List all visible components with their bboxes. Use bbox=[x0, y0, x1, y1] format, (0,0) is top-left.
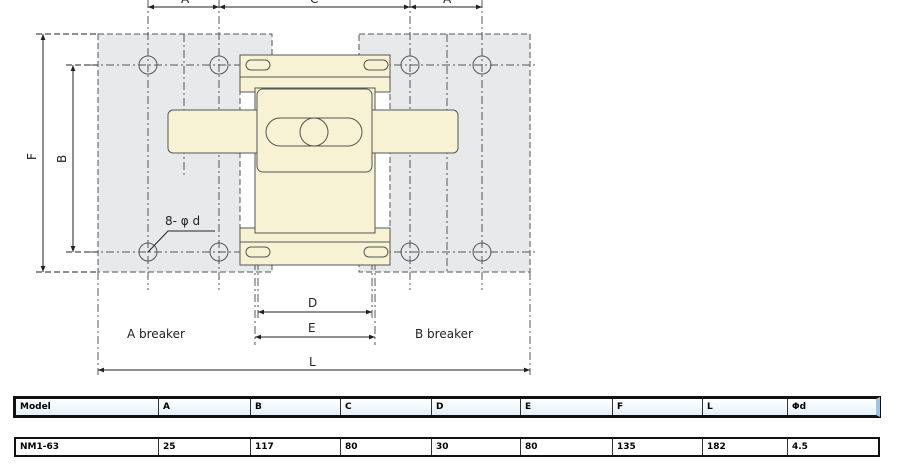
dimension-lines bbox=[36, 4, 530, 373]
dimension-drawing: A C A F B D E L 8- φ d A breaker B break… bbox=[25, 0, 538, 375]
ats-body bbox=[167, 54, 459, 266]
header-cell: Model bbox=[16, 399, 159, 415]
table-cell: 182 bbox=[703, 439, 788, 455]
header-cell: E bbox=[521, 399, 613, 415]
dim-d: D bbox=[308, 296, 317, 310]
dim-a-left: A bbox=[181, 0, 190, 6]
table-row: NM1-63 25 117 80 30 80 135 182 4.5 bbox=[14, 437, 880, 457]
table-cell: 25 bbox=[159, 439, 251, 455]
header-cell: B bbox=[251, 399, 341, 415]
dim-f: F bbox=[25, 153, 39, 160]
table-cell: 30 bbox=[432, 439, 521, 455]
dim-b: B bbox=[55, 155, 69, 163]
dim-e: E bbox=[308, 321, 316, 335]
table-cell: 4.5 bbox=[792, 442, 808, 452]
mounting-holes bbox=[138, 55, 492, 262]
table-cell: NM1-63 bbox=[16, 439, 159, 455]
table-cell: 80 bbox=[341, 439, 432, 455]
hole-spec: 8- φ d bbox=[165, 214, 200, 228]
a-breaker-label: A breaker bbox=[127, 327, 185, 341]
header-cell: Φd bbox=[792, 402, 807, 412]
dim-a-right: A bbox=[443, 0, 452, 6]
table-header: Model A B C D E F L Φd bbox=[13, 396, 881, 418]
header-cell: D bbox=[432, 399, 521, 415]
header-cell: A bbox=[159, 399, 251, 415]
header-cell: C bbox=[341, 399, 432, 415]
b-breaker-label: B breaker bbox=[415, 327, 473, 341]
table-cell: 80 bbox=[521, 439, 613, 455]
table-cell: 135 bbox=[613, 439, 703, 455]
dim-c: C bbox=[310, 0, 318, 6]
dim-l: L bbox=[309, 355, 316, 369]
header-cell: F bbox=[613, 399, 703, 415]
table-cell: 117 bbox=[251, 439, 341, 455]
header-cell: L bbox=[703, 399, 788, 415]
